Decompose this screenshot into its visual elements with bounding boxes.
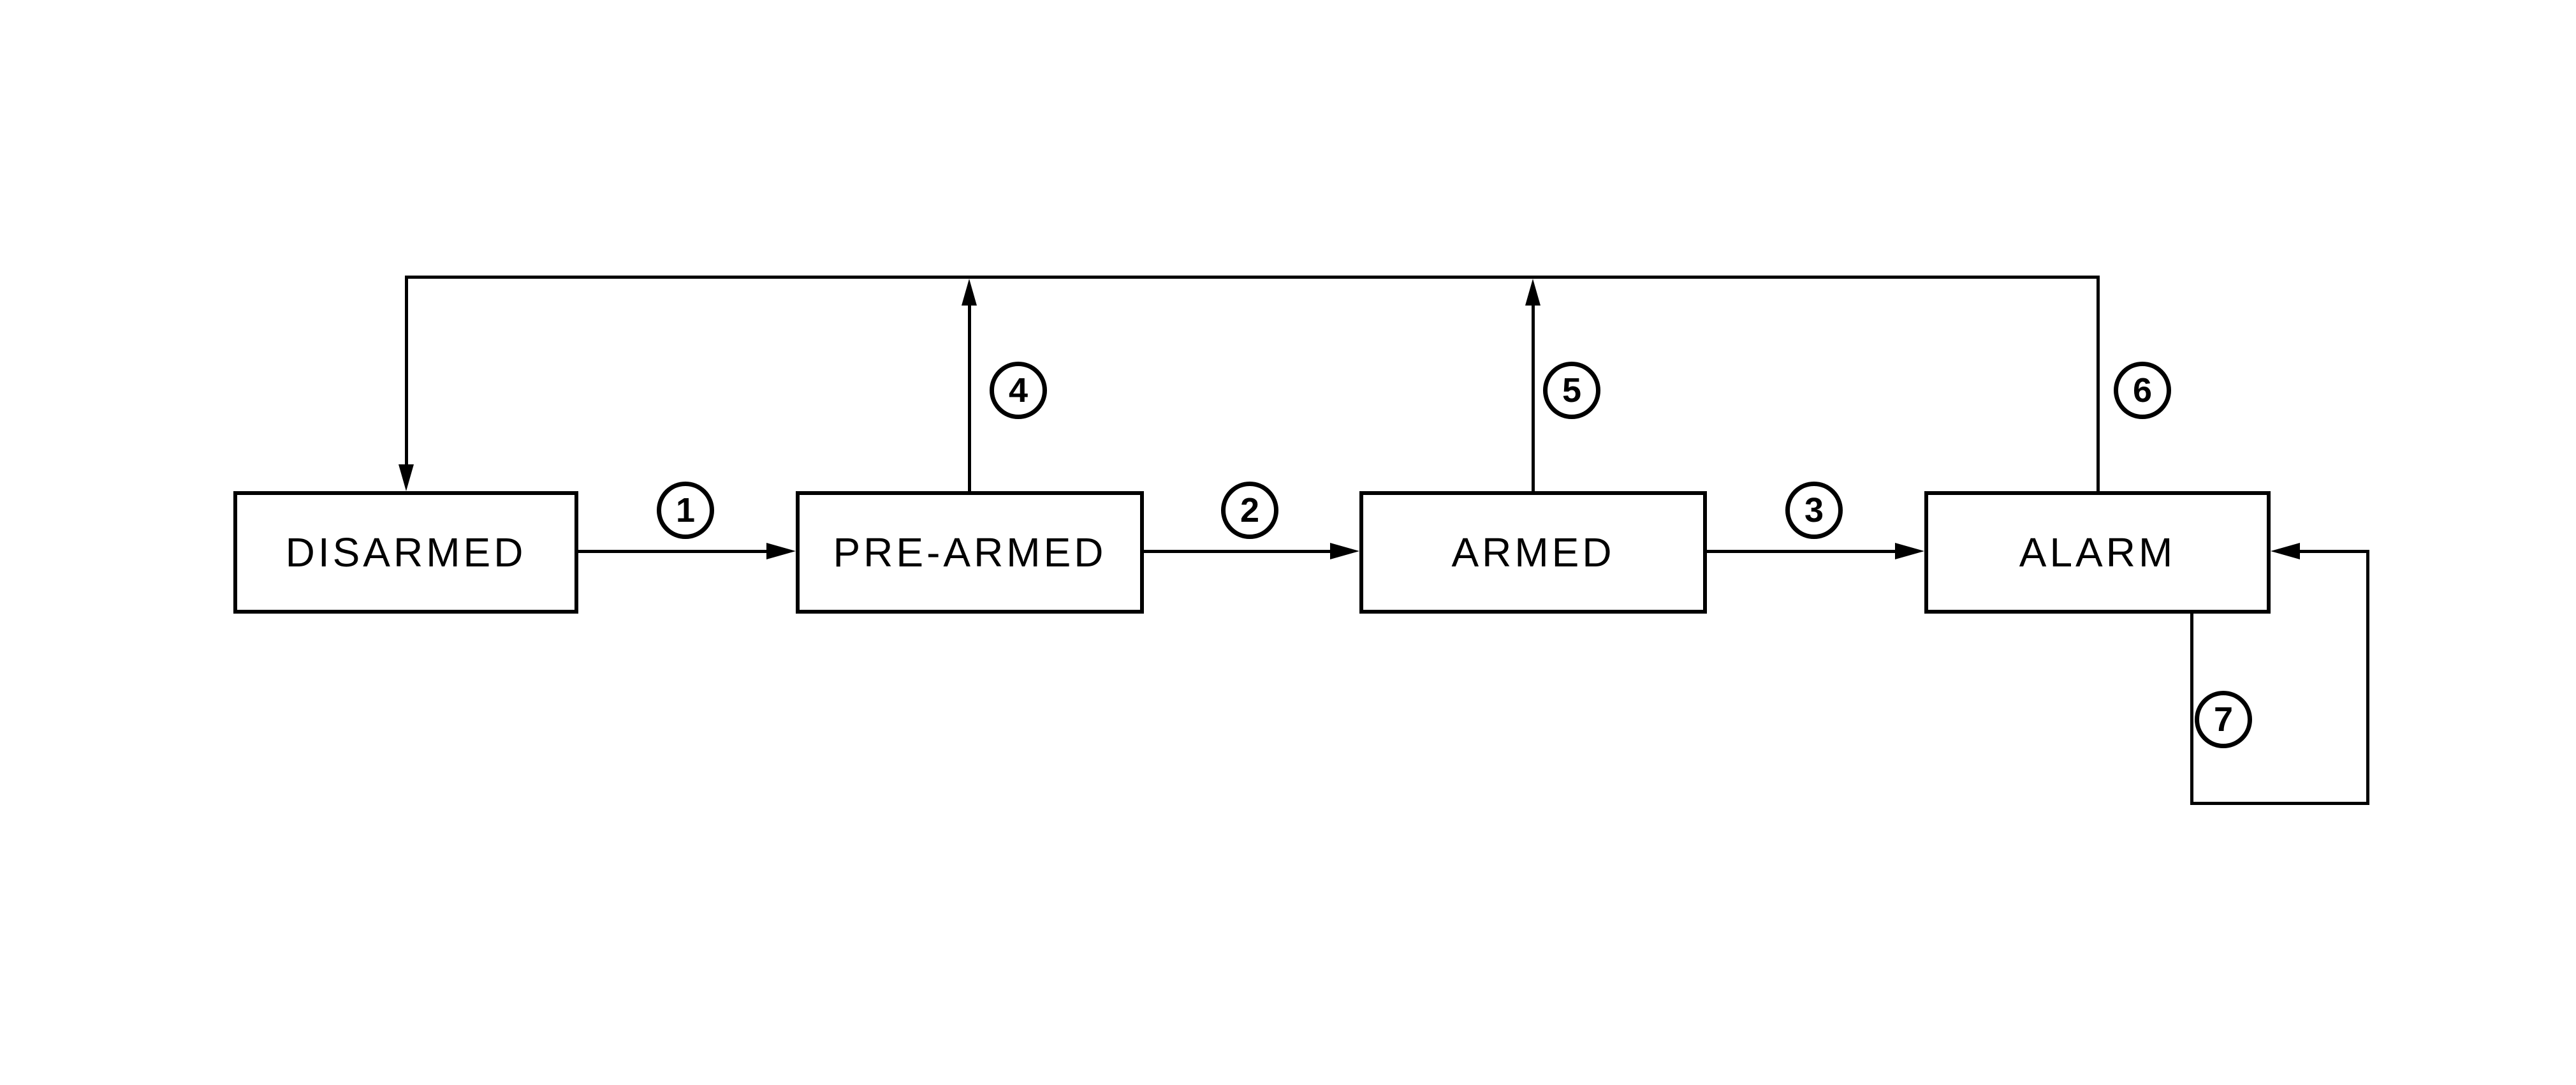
- arrowhead-into-alarm-icon: [2271, 543, 2300, 559]
- loop-line-bottom: [2190, 802, 2369, 805]
- arrowhead-right-3-icon: [1895, 543, 1924, 559]
- arrowhead-right-1-icon: [766, 543, 796, 559]
- loop-line-return: [2299, 550, 2369, 553]
- transition-line-1: [578, 550, 768, 553]
- transition-line-4: [968, 303, 971, 491]
- return-line-drop: [405, 276, 408, 467]
- transition-badge-3: 3: [1785, 482, 1843, 539]
- transition-line-5: [1532, 303, 1535, 491]
- state-box-pre-armed: PRE-ARMED: [796, 491, 1144, 614]
- arrowhead-up-4-icon: [962, 279, 977, 306]
- state-label-armed: ARMED: [1451, 529, 1615, 575]
- transition-badge-4: 4: [990, 362, 1047, 419]
- state-box-alarm: ALARM: [1924, 491, 2271, 614]
- transition-badge-1: 1: [657, 482, 714, 539]
- transition-badge-5: 5: [1543, 362, 1600, 419]
- state-label-disarmed: DISARMED: [285, 529, 527, 575]
- transition-badge-6: 6: [2114, 362, 2171, 419]
- arrowhead-right-2-icon: [1330, 543, 1359, 559]
- loop-line-left: [2190, 614, 2193, 805]
- transition-line-6: [2097, 276, 2100, 491]
- transition-badge-7: 7: [2195, 691, 2252, 748]
- transition-badge-2: 2: [1221, 482, 1278, 539]
- state-label-alarm: ALARM: [2019, 529, 2176, 575]
- transition-line-2: [1144, 550, 1332, 553]
- loop-line-right: [2366, 550, 2369, 805]
- arrowhead-into-disarmed-icon: [399, 464, 414, 491]
- arrowhead-up-5-icon: [1525, 279, 1540, 306]
- state-label-pre-armed: PRE-ARMED: [833, 529, 1107, 575]
- state-box-armed: ARMED: [1359, 491, 1707, 614]
- return-line-top: [405, 276, 2100, 279]
- transition-line-3: [1707, 550, 1897, 553]
- state-box-disarmed: DISARMED: [233, 491, 578, 614]
